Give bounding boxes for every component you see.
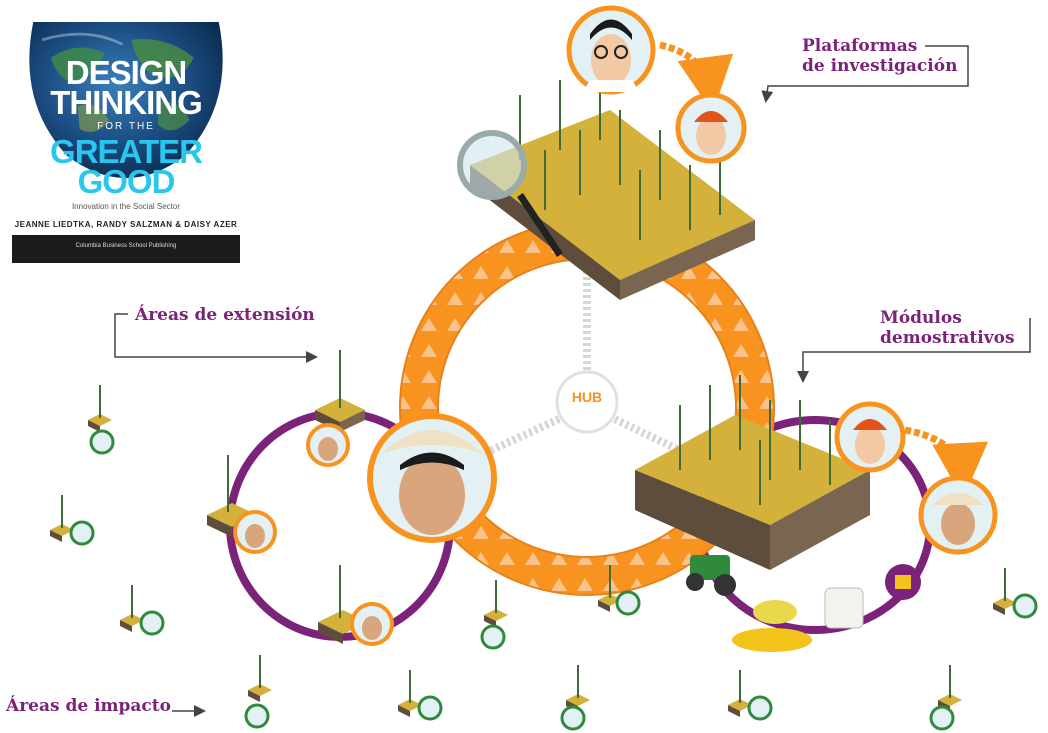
demo-modules-line2: demostrativos [880,328,1015,349]
demo-exchange-arrow [904,426,989,499]
book-title-line3: FOR THE [97,121,155,132]
hub-circle [555,370,619,434]
research-exchange-arrow [659,41,734,113]
demo-modules-line1: Módulos [880,308,962,328]
impact-plot [598,565,641,616]
book-authors: JEANNE LIEDTKA, RANDY SALZMAN & DAISY AZ… [14,220,238,229]
impact-plot [560,665,590,731]
demo-module-block [635,375,870,570]
grain-pile-icon [732,600,812,652]
book-title-line2: THINKING [50,84,203,121]
impact-plot [993,568,1038,619]
impact-plot [480,580,508,650]
magnifier-icon [457,130,563,257]
impact-area-plots [50,385,1038,731]
impact-areas-label: Áreas de impacto [6,696,171,716]
book-subtitle: Innovation in the Social Sector [71,202,181,211]
book-title-line5: GOOD [77,163,176,200]
extension-farmer-3 [350,602,394,646]
impact-plot [88,385,115,455]
book-cover: DESIGN THINKING FOR THE GREATER GOOD Inn… [12,22,240,263]
globe-image [24,22,228,212]
impact-plot [929,665,962,731]
demo-modules-label: Módulos demostrativos [880,308,1015,349]
research-platforms-line1: Plataformas [802,36,918,56]
central-farmer-avatar [367,413,497,543]
demo-farmer-red-cap [834,401,906,473]
extension-areas-label: Áreas de extensión [135,305,315,325]
book-title-line4: GREATER [50,133,203,170]
seed-bag-icon [824,587,864,629]
demo-farmer-hat [918,475,998,555]
extension-plot-top [315,350,365,432]
book-publisher: Columbia Business School Publishing [75,243,177,249]
research-platforms-line2: de investigación [802,56,958,77]
impact-plot [728,670,773,721]
researcher-avatar [566,5,656,95]
book-publisher-band [12,235,240,263]
impact-plot [244,655,272,729]
impact-plot [50,495,95,546]
label-connectors [114,45,1031,717]
impact-plot [398,670,443,721]
book-title-line1: DESIGN [65,54,188,91]
farmer-avatar-research [675,92,747,164]
extension-farmer-2 [233,510,277,554]
impact-plot [120,585,165,636]
research-platforms-label: Plataformas de investigación [802,36,957,77]
hub-label: HUB [571,389,603,405]
extension-farmer-1 [306,423,350,467]
tractor-icon [686,555,736,596]
vendor-icon [885,564,921,600]
